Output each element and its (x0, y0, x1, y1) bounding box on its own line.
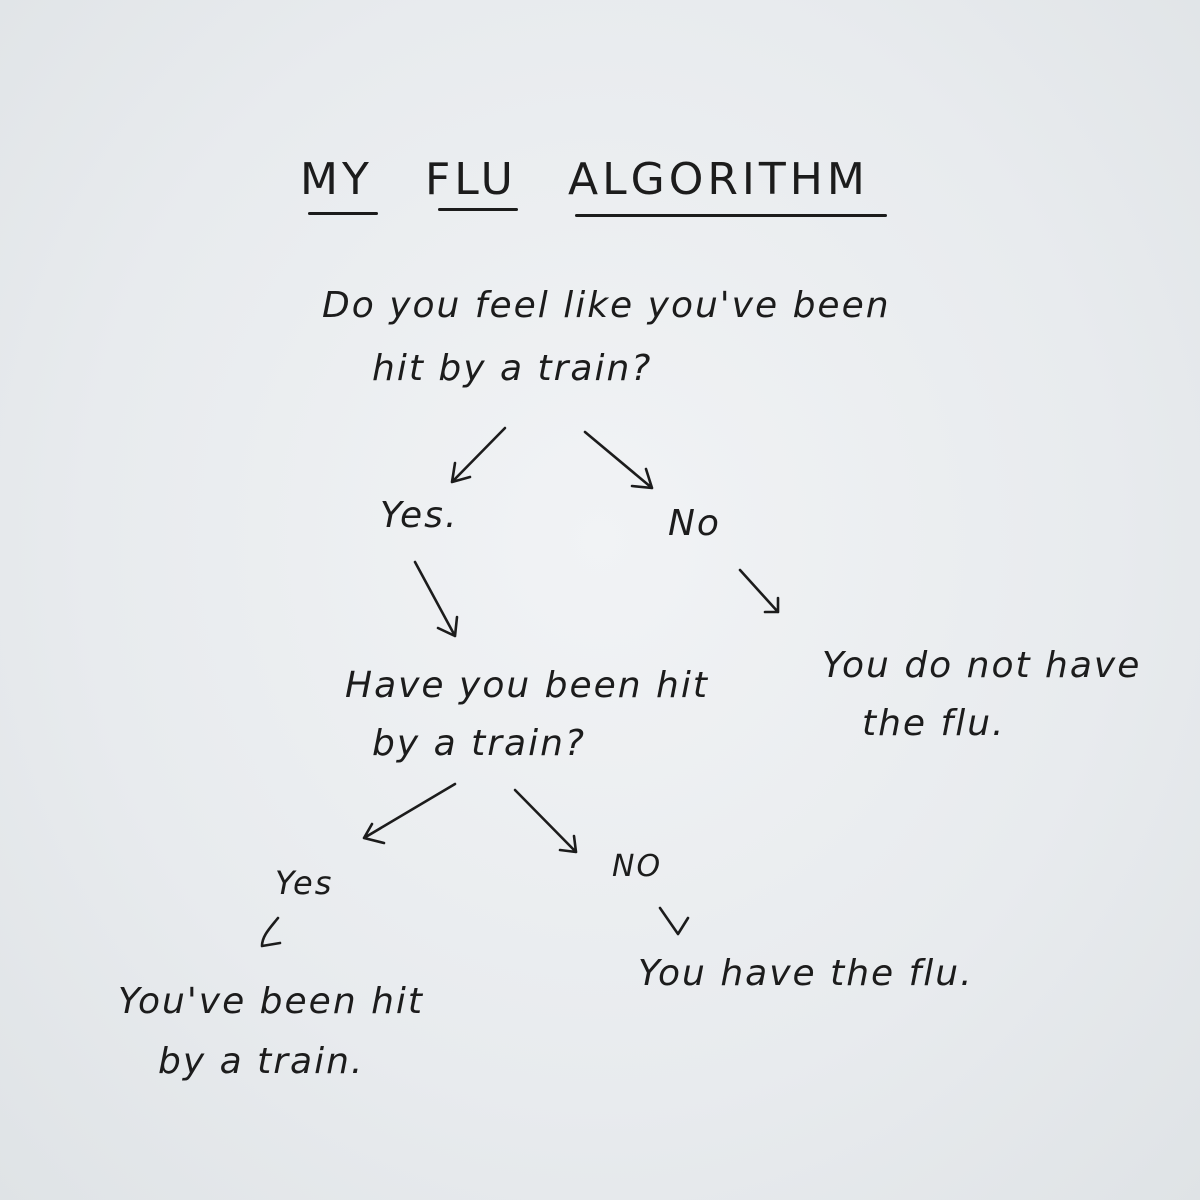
title-word-flu: FLU (425, 154, 517, 205)
question-1-line-2: hit by a train? (372, 348, 653, 389)
no-flu-result-line-1: You do not have (822, 645, 1142, 686)
arrow-q1-to-no (583, 430, 654, 490)
arrow-yes-to-q2 (413, 560, 459, 638)
arrow-q2-yes-to-result (260, 916, 282, 948)
title-underline-flu (438, 208, 518, 211)
title-underline-algorithm (575, 214, 887, 217)
hit-by-train-result-line-2: by a train. (158, 1041, 365, 1082)
question-1-no-label: No (668, 503, 721, 544)
arrow-no-to-no-flu (738, 568, 780, 614)
question-1-line-1: Do you feel like you've been (322, 285, 891, 326)
arrow-q1-to-yes (450, 426, 507, 484)
question-2-line-1: Have you been hit (345, 665, 709, 706)
arrow-q2-to-no (513, 788, 578, 854)
flu-result: You have the flu. (638, 953, 974, 994)
title-underline-my (308, 212, 378, 215)
title-word-my: MY (300, 154, 373, 205)
no-flu-result-line-2: the flu. (862, 703, 1006, 744)
arrow-q2-to-yes (362, 782, 457, 845)
hit-by-train-result-line-1: You've been hit (118, 981, 425, 1022)
question-2-line-2: by a train? (372, 723, 587, 764)
question-2-no-label: NO (612, 849, 663, 884)
question-1-yes-label: Yes. (380, 495, 459, 536)
question-2-yes-label: Yes (275, 864, 334, 902)
title-word-algorithm: ALGORITHM (568, 154, 869, 205)
arrow-q2-no-to-flu (658, 906, 690, 936)
